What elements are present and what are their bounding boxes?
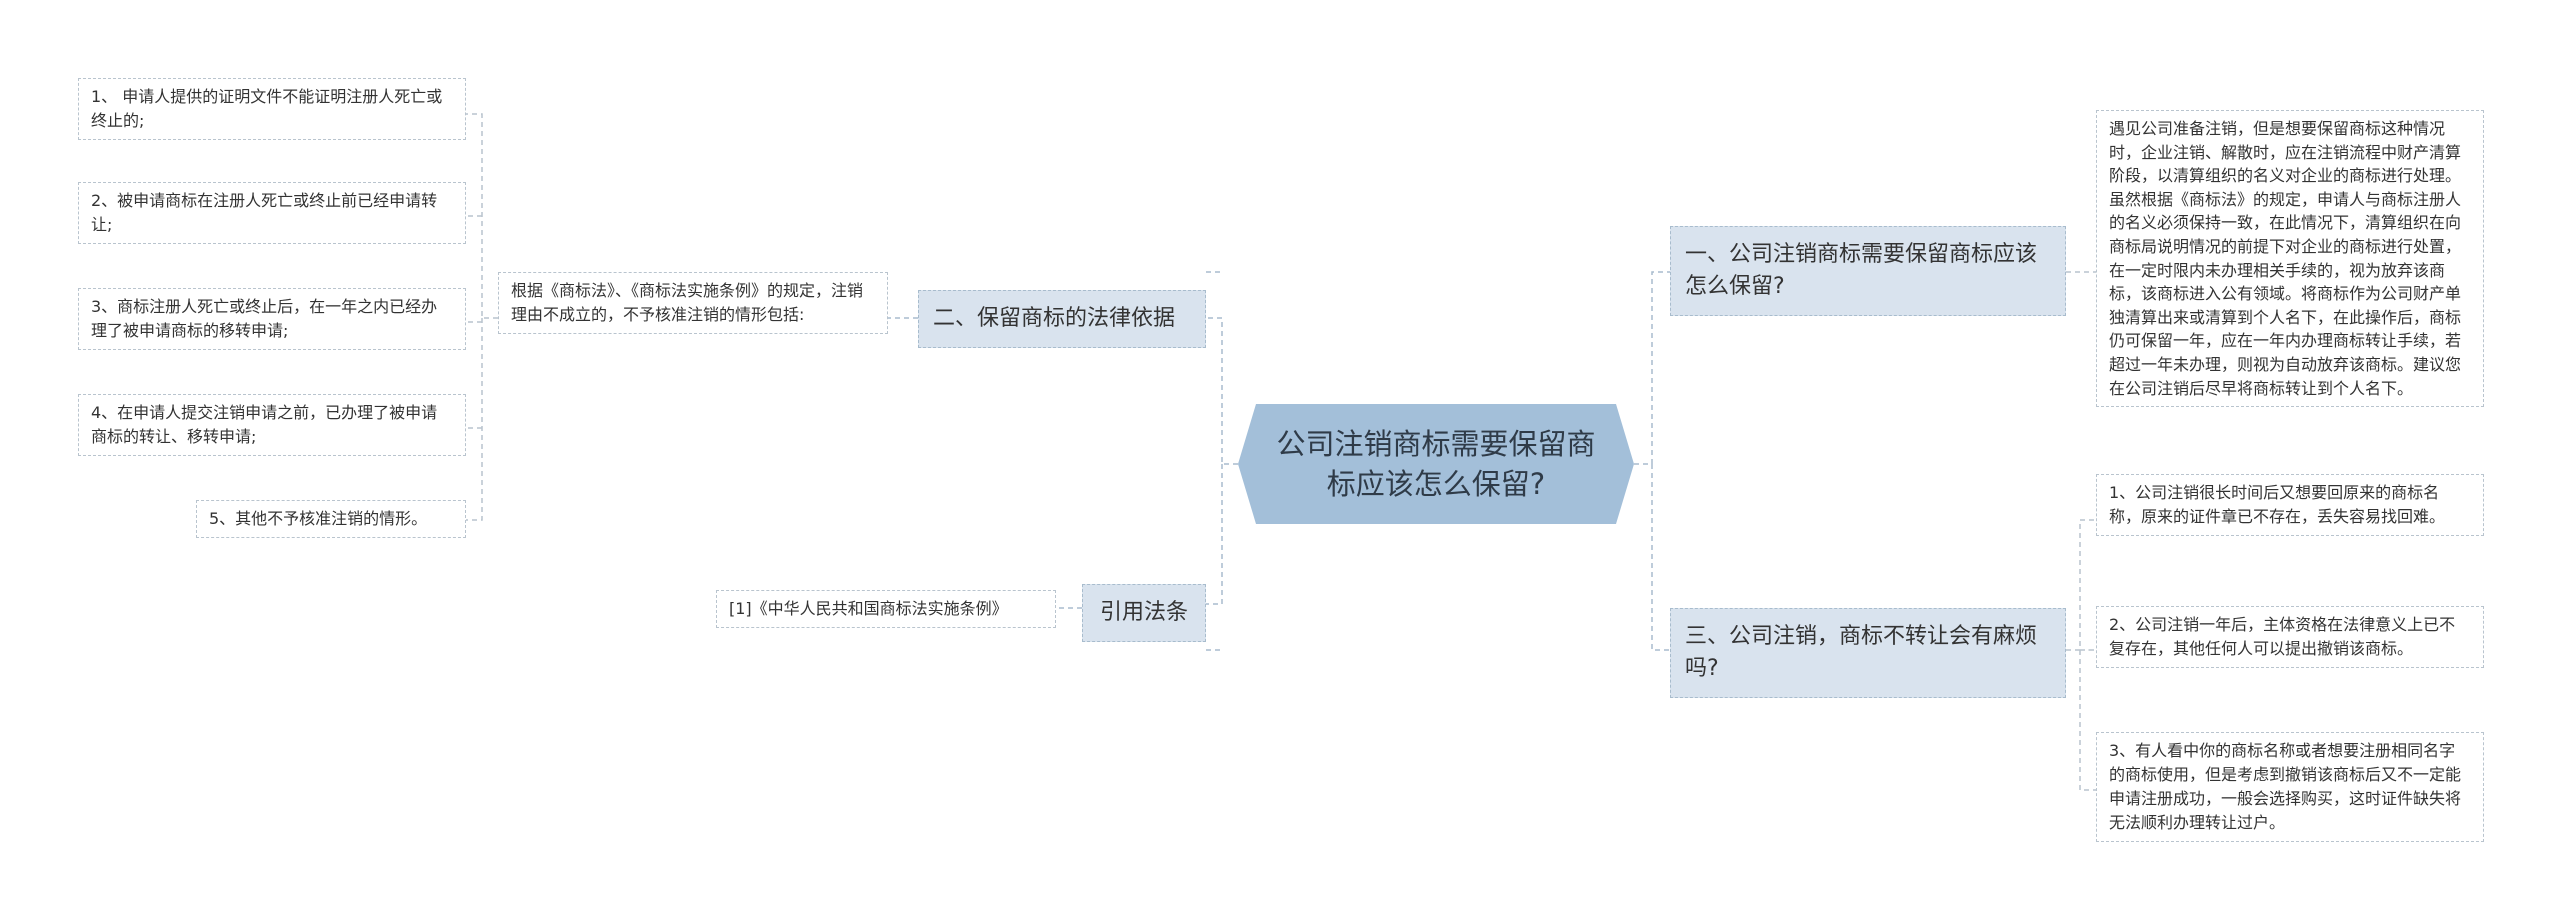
how-to-keep-detail: 遇见公司准备注销，但是想要保留商标这种情况时，企业注销、解散时，应在注销流程中财… — [2096, 110, 2484, 408]
root-topic[interactable]: 公司注销商标需要保留商标应该怎么保留? — [1238, 404, 1634, 524]
legal-basis-item-5: 5、其他不予核准注销的情形。 — [196, 500, 466, 538]
branch-cited-law[interactable]: 引用法条 — [1082, 584, 1206, 642]
branch-legal-basis[interactable]: 二、保留商标的法律依据 — [918, 290, 1206, 348]
legal-basis-item-3: 3、商标注册人死亡或终止后，在一年之内已经办理了被申请商标的移转申请; — [78, 288, 466, 350]
branch-how-to-keep[interactable]: 一、公司注销商标需要保留商标应该怎么保留? — [1670, 226, 2066, 316]
root-title: 公司注销商标需要保留商标应该怎么保留? — [1276, 427, 1596, 501]
link-root-ref — [1206, 464, 1223, 605]
legal-basis-item-1: 1、 申请人提供的证明文件不能证明注册人死亡或终止的; — [78, 78, 466, 140]
trouble-item-2: 2、公司注销一年后，主体资格在法律意义上已不复存在，其他任何人可以提出撤销该商标… — [2096, 606, 2484, 668]
link-root-q1 — [1634, 271, 1670, 465]
trouble-item-1: 1、公司注销很长时间后又想要回原来的商标名称，原来的证件章已不存在，丢失容易找回… — [2096, 474, 2484, 536]
cited-law-item-1: [1]《中华人民共和国商标法实施条例》 — [716, 590, 1056, 628]
legal-basis-item-2: 2、被申请商标在注册人死亡或终止前已经申请转让; — [78, 182, 466, 244]
legal-basis-item-4: 4、在申请人提交注销申请之前，已办理了被申请商标的转让、移转申请; — [78, 394, 466, 456]
branch-trouble-if-not-transferred[interactable]: 三、公司注销，商标不转让会有麻烦吗? — [1670, 608, 2066, 698]
root-hexagon-shape — [1238, 404, 1634, 524]
link-root-q3 — [1651, 464, 1670, 651]
legal-basis-intro: 根据《商标法》、《商标法实施条例》的规定，注销理由不成立的，不予核准注销的情形包… — [498, 272, 888, 334]
trouble-item-3: 3、有人看中你的商标名称或者想要注册相同名字的商标使用，但是考虑到撤销该商标后又… — [2096, 732, 2484, 842]
